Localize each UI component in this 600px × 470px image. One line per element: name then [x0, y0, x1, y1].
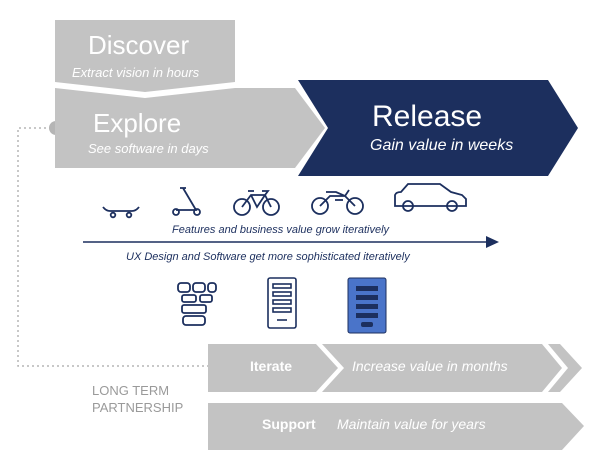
explore-subtitle: See software in days	[88, 141, 209, 156]
explore-chevron	[55, 88, 325, 168]
timeline-arrow	[83, 236, 499, 248]
discover-title: Discover	[88, 30, 190, 60]
motorcycle-icon	[311, 189, 364, 215]
ux-caption: UX Design and Software get more sophisti…	[126, 251, 410, 263]
sketch-wireframe-icon	[177, 282, 217, 326]
bicycle-icon	[233, 190, 280, 216]
iterate-detail-band	[322, 344, 562, 392]
explore-title: Explore	[93, 108, 182, 138]
skateboard-icon	[102, 206, 140, 219]
features-caption: Features and business value grow iterati…	[172, 224, 390, 236]
release-title: Release	[372, 100, 483, 133]
car-icon	[394, 183, 467, 212]
discover-box	[55, 20, 235, 92]
iterate-text: Increase value in months	[352, 358, 508, 374]
lofi-wireframe-icon	[267, 277, 297, 329]
support-text: Maintain value for years	[337, 416, 486, 432]
partnership-label: LONG TERM PARTNERSHIP	[92, 383, 184, 415]
release-subtitle: Gain value in weeks	[370, 137, 514, 154]
iterate-label: Iterate	[250, 358, 293, 374]
release-chevron	[298, 80, 578, 176]
scooter-icon	[172, 187, 201, 216]
support-label: Support	[262, 416, 316, 432]
iterate-band	[208, 344, 338, 392]
support-band	[208, 403, 584, 450]
hifi-wireframe-icon	[347, 277, 387, 334]
iterate-tail-chevron	[548, 344, 582, 392]
discover-subtitle: Extract vision in hours	[72, 65, 200, 80]
partnership-connector	[17, 127, 210, 367]
